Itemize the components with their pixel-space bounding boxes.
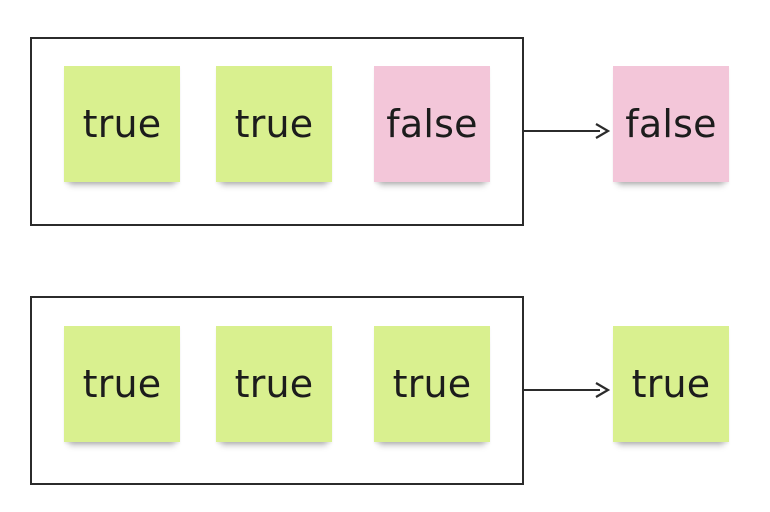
input-group-frame-2 — [30, 296, 524, 485]
arrow-connector-2 — [524, 382, 611, 398]
sticky-note-output-1[interactable]: false — [613, 66, 729, 182]
sticky-note-input-2-1[interactable]: true — [64, 326, 180, 442]
sticky-note-input-2-2[interactable]: true — [216, 326, 332, 442]
sticky-note-label: true — [82, 362, 162, 406]
sticky-note-label: true — [392, 362, 472, 406]
sticky-note-label: true — [82, 102, 162, 146]
sticky-note-label: false — [625, 102, 717, 146]
sticky-note-label: false — [386, 102, 478, 146]
arrow-connector-1 — [524, 123, 611, 139]
sticky-note-input-1-3[interactable]: false — [374, 66, 490, 182]
sticky-note-label: true — [234, 362, 314, 406]
sticky-note-output-2[interactable]: true — [613, 326, 729, 442]
sticky-note-label: true — [631, 362, 711, 406]
sticky-note-input-1-2[interactable]: true — [216, 66, 332, 182]
sticky-note-input-1-1[interactable]: true — [64, 66, 180, 182]
sticky-note-input-2-3[interactable]: true — [374, 326, 490, 442]
sticky-note-label: true — [234, 102, 314, 146]
input-group-frame-1 — [30, 37, 524, 226]
